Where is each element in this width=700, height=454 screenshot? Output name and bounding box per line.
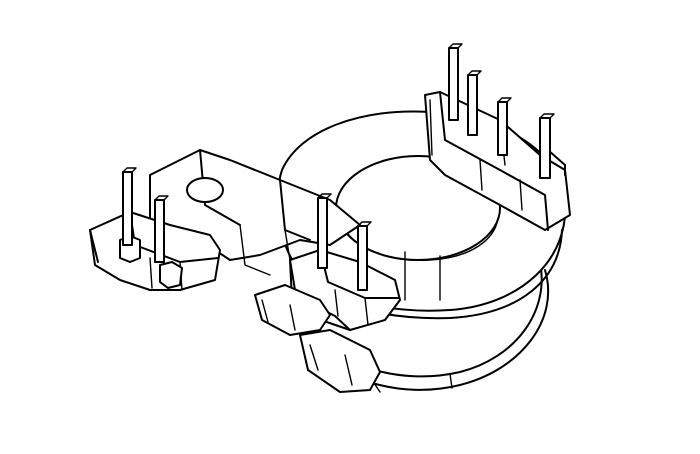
middle-pins	[317, 193, 372, 291]
right-pins	[448, 43, 555, 179]
lower-foot	[254, 284, 381, 393]
left-pins	[122, 167, 169, 263]
